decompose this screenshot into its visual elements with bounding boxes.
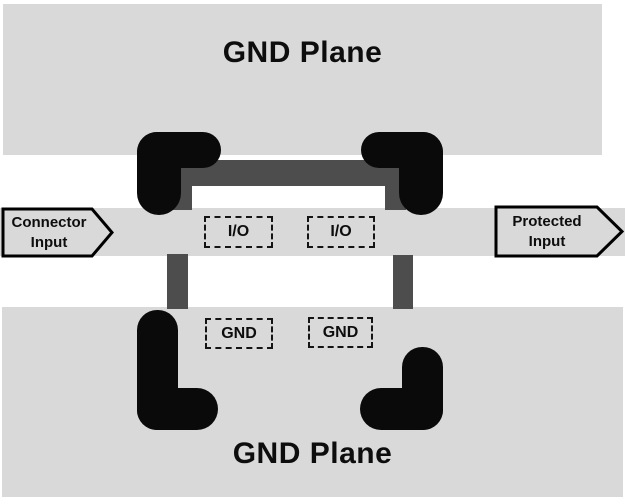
- via-bracket-bottom-left-harm: [137, 388, 218, 430]
- io-pad-label: I/O: [227, 223, 250, 240]
- via-bracket-top-left-varm: [137, 132, 181, 215]
- io-pad: I/O: [204, 216, 273, 248]
- io-pad: I/O: [307, 216, 375, 248]
- ground-strap-bottom-right-vertical: [393, 255, 413, 309]
- gnd-pad: GND: [205, 318, 273, 349]
- bottom-gnd-plane-label: GND Plane: [232, 437, 393, 470]
- gnd-pad-label: GND: [221, 324, 257, 342]
- ground-strap-bottom-left-vertical: [167, 254, 188, 309]
- protected-input-arrow-label: Protected Input: [512, 213, 582, 250]
- gnd-pad-label: GND: [322, 323, 359, 341]
- protected-input-arrow: Protected Input: [494, 203, 625, 260]
- connector-input-arrow-shape: [1, 207, 114, 258]
- bottom-gnd-plane: GND Plane: [2, 307, 623, 497]
- protected-input-arrow-shape: [494, 205, 625, 258]
- via-bracket-top-right-varm: [399, 132, 443, 215]
- gnd-pad: GND: [308, 317, 373, 348]
- io-pad-label: I/O: [330, 223, 352, 240]
- connector-input-arrow-label: Connector Input: [11, 214, 87, 251]
- top-gnd-plane: GND Plane: [3, 4, 602, 155]
- connector-input-arrow: Connector Input: [0, 205, 116, 260]
- top-gnd-plane-label: GND Plane: [222, 36, 383, 69]
- via-bracket-bottom-right-harm: [360, 388, 443, 430]
